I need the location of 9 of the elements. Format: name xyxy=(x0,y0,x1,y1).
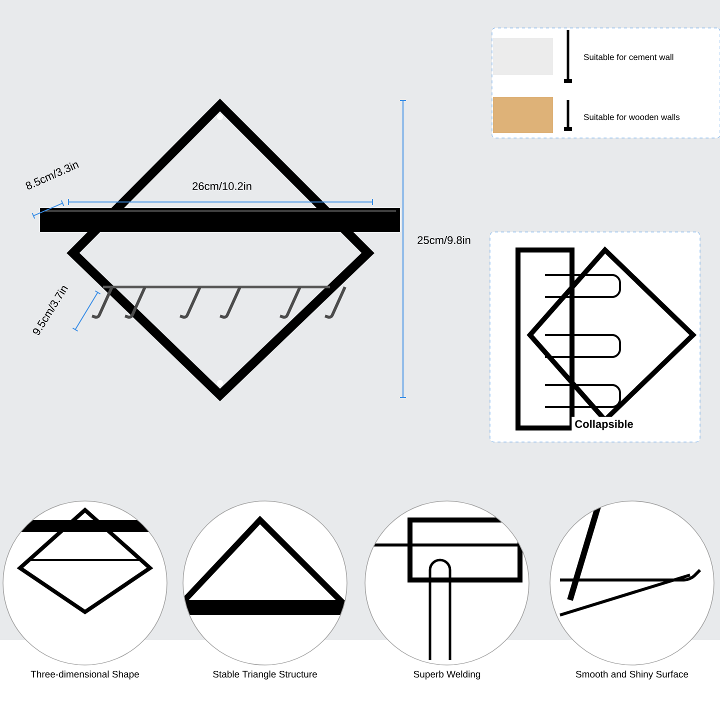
dimension-label: 25cm/9.8in xyxy=(418,236,470,244)
caption-text: Superb Welding xyxy=(414,670,480,680)
feature-text: Suitable for wooden walls xyxy=(584,114,680,120)
caption-text: Smooth and Shiny Surface xyxy=(576,670,688,680)
feature-text: Suitable for cement wall xyxy=(584,54,674,60)
caption-text: Three-dimensional Shape xyxy=(30,670,139,680)
dimension-label: 26cm/10.2in xyxy=(192,182,252,190)
caption-text: Stable Triangle Structure xyxy=(213,670,317,680)
caption-text: Collapsible xyxy=(572,416,636,434)
